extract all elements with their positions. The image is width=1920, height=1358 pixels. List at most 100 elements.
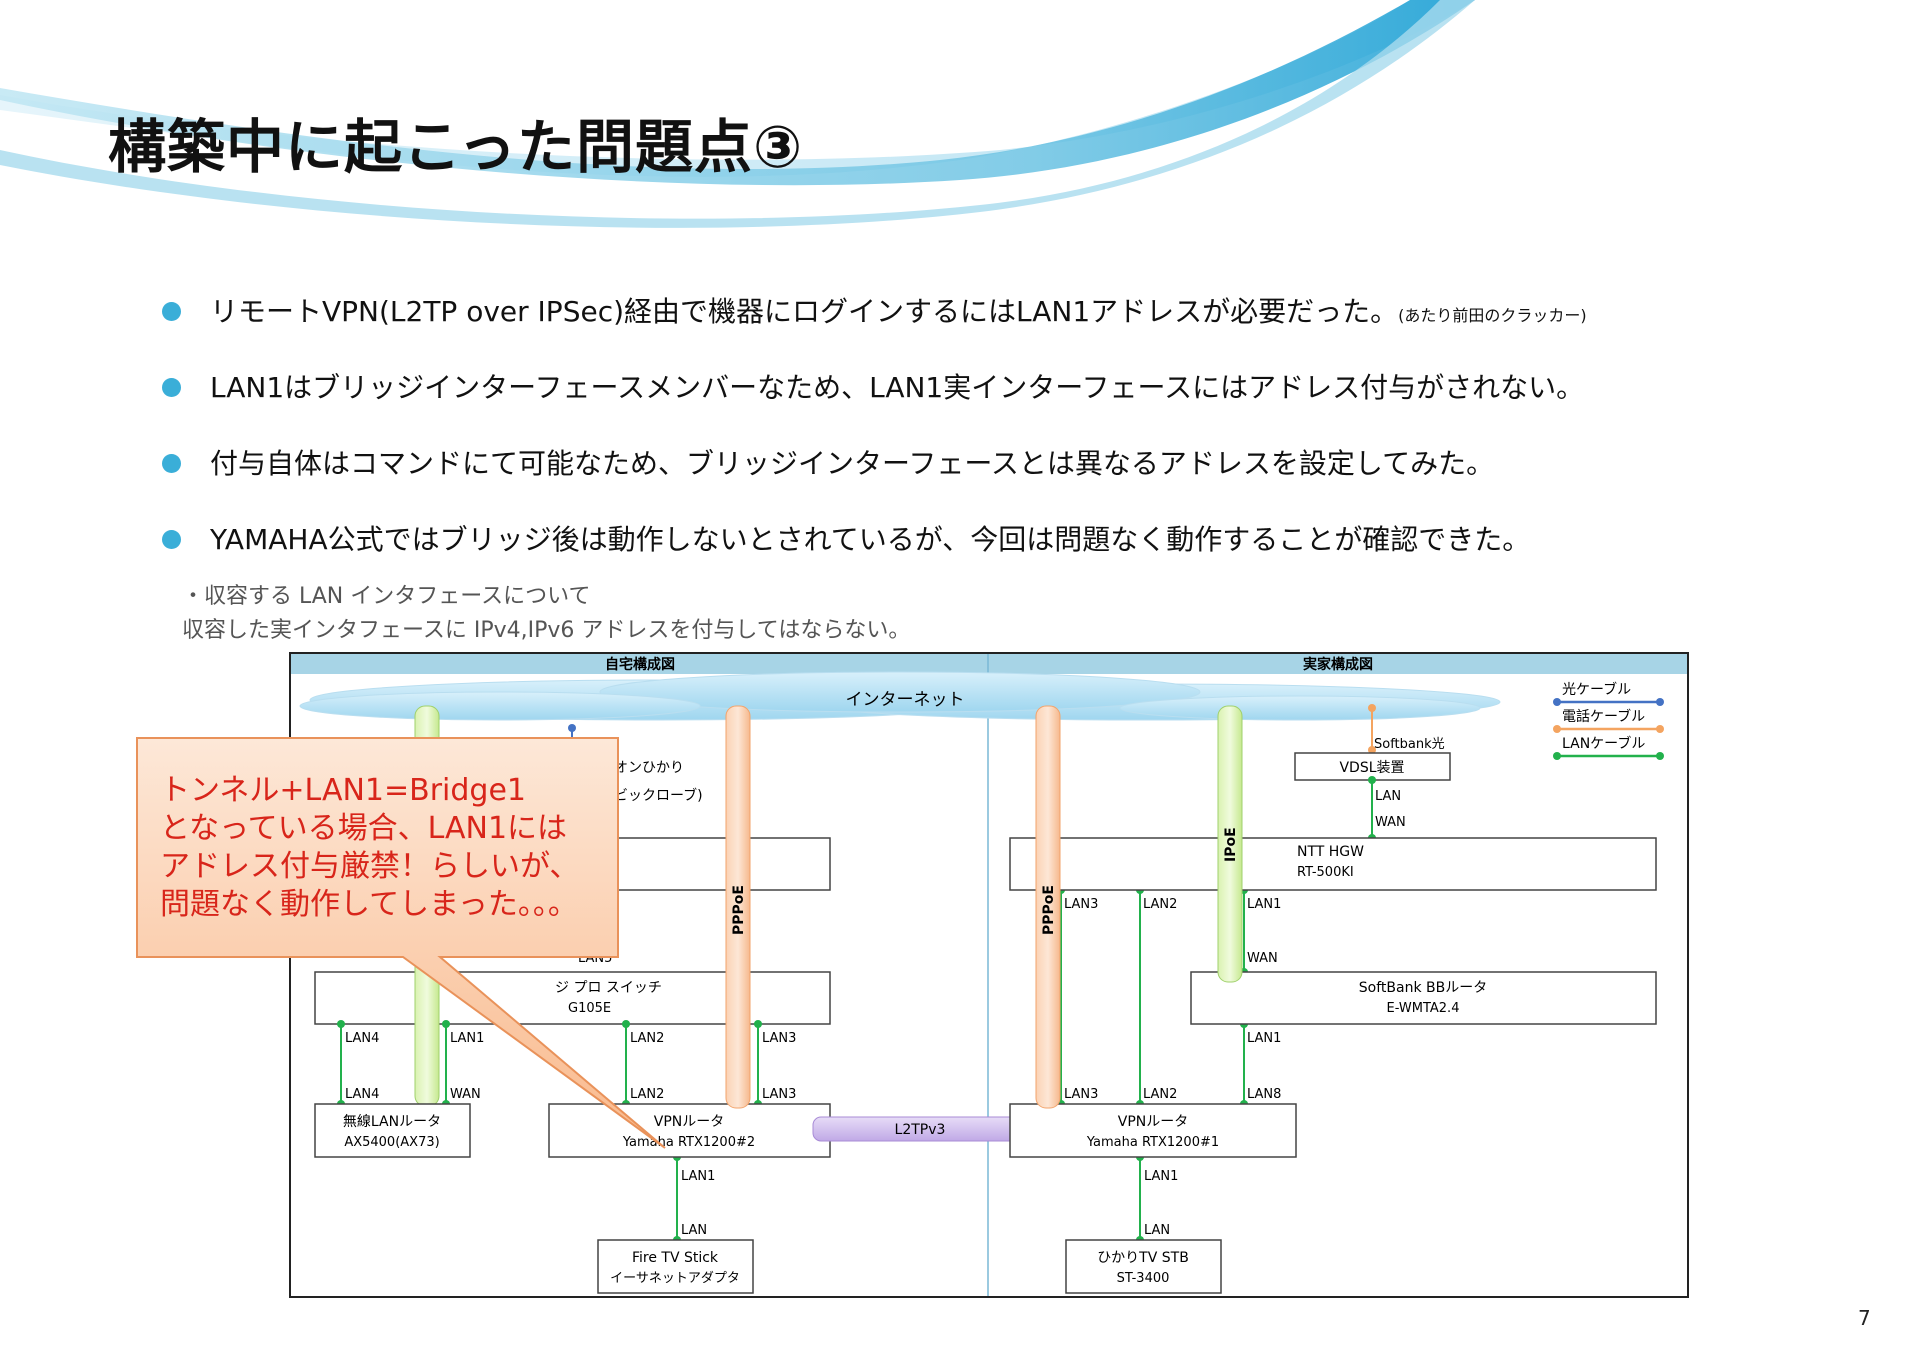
diagram-header-band bbox=[291, 654, 1687, 674]
port-label: WAN bbox=[1375, 815, 1406, 830]
ipoe-tube-right bbox=[1217, 705, 1243, 983]
hikari-tv-model: ST-3400 bbox=[1117, 1271, 1170, 1286]
callout-line: トンネル+LAN1=Bridge1 bbox=[160, 773, 527, 808]
pppoe-label: PPPoE bbox=[731, 885, 747, 935]
bullet-dot-icon bbox=[162, 530, 181, 549]
port-label: LAN4 bbox=[345, 1087, 379, 1102]
quote-line: ・収容する LAN インタフェースについて bbox=[182, 584, 591, 609]
softbank-hikari-label: Softbank光 bbox=[1374, 737, 1445, 752]
pppoe-label: PPPoE bbox=[1041, 885, 1057, 935]
port-label: LAN bbox=[1375, 789, 1401, 804]
port-label: LAN1 bbox=[1247, 1031, 1281, 1046]
hikari-tv-label: ひかりTV STB bbox=[1097, 1250, 1189, 1266]
legend-dot bbox=[1553, 698, 1561, 706]
page-number: 7 bbox=[1858, 1306, 1871, 1330]
fiber-dot bbox=[568, 724, 576, 732]
port-label: LAN bbox=[681, 1223, 707, 1238]
port-label: LAN1 bbox=[681, 1169, 715, 1184]
callout-bubble bbox=[136, 737, 666, 1149]
bb-router-model: E-WMTA2.4 bbox=[1387, 1001, 1460, 1016]
fire-tv-label: Fire TV Stick bbox=[632, 1250, 719, 1266]
isp-label: ビックローブ) bbox=[614, 787, 703, 804]
legend: 光ケーブル 電話ケーブル LANケーブル bbox=[1553, 681, 1664, 760]
ntt-hgw-label: NTT HGW bbox=[1297, 844, 1364, 860]
internet-label: インターネット bbox=[846, 690, 965, 710]
vpn-router-1-box bbox=[1009, 1103, 1297, 1158]
quote-line: 収容した実インタフェースに IPv4,IPv6 アドレスを付与してはならない。 bbox=[182, 618, 911, 643]
bullet-list: リモートVPN(L2TP over IPSec)経由で機器にログインするにはLA… bbox=[160, 292, 1587, 596]
bullet-text: 付与自体はコマンドにて可能なため、ブリッジインターフェースとは異なるアドレスを設… bbox=[210, 447, 1495, 480]
wireless-router-label: 無線LANルータ bbox=[343, 1114, 441, 1130]
left-header: 自宅構成図 bbox=[605, 656, 675, 673]
legend-dot bbox=[1656, 698, 1664, 706]
bullet-dot-icon bbox=[162, 454, 181, 473]
port-label: LAN2 bbox=[630, 1031, 664, 1046]
ntt-hgw-model: RT-500KI bbox=[1297, 865, 1354, 880]
legend-dot bbox=[1656, 752, 1664, 760]
legend-label: LANケーブル bbox=[1562, 735, 1645, 752]
vpn-router-1-model: Yamaha RTX1200#1 bbox=[1086, 1135, 1219, 1150]
bullet-dot-icon bbox=[162, 302, 181, 321]
port-label: LAN4 bbox=[345, 1031, 379, 1046]
port-label: LAN3 bbox=[1064, 897, 1098, 912]
bullet-dot-icon bbox=[162, 378, 181, 397]
callout-line: となっている場合、LAN1には bbox=[160, 811, 568, 846]
switch-label: G105E bbox=[568, 1001, 611, 1016]
legend-dot bbox=[1656, 725, 1664, 733]
bullet-item: リモートVPN(L2TP over IPSec)経由で機器にログインするにはLA… bbox=[160, 292, 1587, 368]
pppoe-tube-right bbox=[1035, 705, 1061, 1109]
bullet-text: リモートVPN(L2TP over IPSec)経由で機器にログインするにはLA… bbox=[210, 295, 1399, 328]
wireless-router-box bbox=[314, 1103, 471, 1158]
bullet-item: 付与自体はコマンドにて可能なため、ブリッジインターフェースとは異なるアドレスを設… bbox=[160, 444, 1587, 520]
isp-label: オンひかり bbox=[614, 760, 684, 776]
legend-dot bbox=[1553, 752, 1561, 760]
phone-dot bbox=[1368, 704, 1376, 712]
bullet-text: LAN1はブリッジインターフェースメンバーなため、LAN1実インターフェースには… bbox=[210, 371, 1585, 404]
legend-dot bbox=[1553, 725, 1561, 733]
port-label: LAN2 bbox=[1143, 897, 1177, 912]
bullet-note: (あたり前田のクラッカー) bbox=[1398, 306, 1587, 325]
port-label: LAN3 bbox=[1064, 1087, 1098, 1102]
port-label: LAN2 bbox=[630, 1087, 664, 1102]
port-label: LAN1 bbox=[1144, 1169, 1178, 1184]
bullet-text: YAMAHA公式ではブリッジ後は動作しないとされているが、今回は問題なく動作する… bbox=[210, 523, 1531, 556]
hikari-tv-stb-box bbox=[1065, 1239, 1222, 1294]
port-label: LAN2 bbox=[1143, 1087, 1177, 1102]
vdsl-box bbox=[1294, 752, 1451, 781]
port-label: LAN3 bbox=[762, 1031, 796, 1046]
ipoe-label: IPoE bbox=[1223, 827, 1239, 862]
vpn-router-1-label: VPNルータ bbox=[1118, 1114, 1189, 1130]
legend-label: 光ケーブル bbox=[1562, 681, 1631, 698]
port-label: WAN bbox=[450, 1087, 481, 1102]
right-header: 実家構成図 bbox=[1303, 656, 1373, 673]
internet-cloud bbox=[299, 671, 1501, 721]
port-label: LAN8 bbox=[1247, 1087, 1281, 1102]
bullet-item: LAN1はブリッジインターフェースメンバーなため、LAN1実インターフェースには… bbox=[160, 368, 1587, 444]
bb-router-label: SoftBank BBルータ bbox=[1359, 980, 1487, 996]
pppoe-tube-left bbox=[725, 705, 751, 1109]
port-label: LAN1 bbox=[1247, 897, 1281, 912]
callout-line: 問題なく動作してしまった。。。 bbox=[160, 887, 578, 922]
fire-tv-adapter-label: イーサネットアダプタ bbox=[610, 1271, 740, 1286]
callout-text: トンネル+LAN1=Bridge1 となっている場合、LAN1には アドレス付与… bbox=[160, 772, 579, 924]
port-label: LAN3 bbox=[762, 1087, 796, 1102]
wireless-router-model: AX5400(AX73) bbox=[344, 1135, 439, 1150]
l2tpv3-label: L2TPv3 bbox=[895, 1122, 946, 1138]
bullet-item: YAMAHA公式ではブリッジ後は動作しないとされているが、今回は問題なく動作する… bbox=[160, 520, 1587, 596]
switch-label: ジ プロ スイッチ bbox=[555, 980, 662, 996]
vdsl-label: VDSL装置 bbox=[1339, 760, 1404, 776]
ntt-hgw-box bbox=[1009, 837, 1657, 891]
slide-title: 構築中に起こった問題点③ bbox=[108, 113, 804, 181]
fire-tv-box bbox=[597, 1239, 754, 1294]
port-label: LAN1 bbox=[450, 1031, 484, 1046]
port-label: LAN bbox=[1144, 1223, 1170, 1238]
phone-dot bbox=[1368, 746, 1376, 754]
callout-line: アドレス付与厳禁！らしいが、 bbox=[160, 849, 580, 884]
port-label: WAN bbox=[1247, 951, 1278, 966]
bb-router-box bbox=[1190, 971, 1657, 1025]
vpn-router-2-model: Yamaha RTX1200#2 bbox=[622, 1135, 755, 1150]
header-swoosh bbox=[0, 0, 1920, 228]
legend-label: 電話ケーブル bbox=[1562, 708, 1645, 725]
